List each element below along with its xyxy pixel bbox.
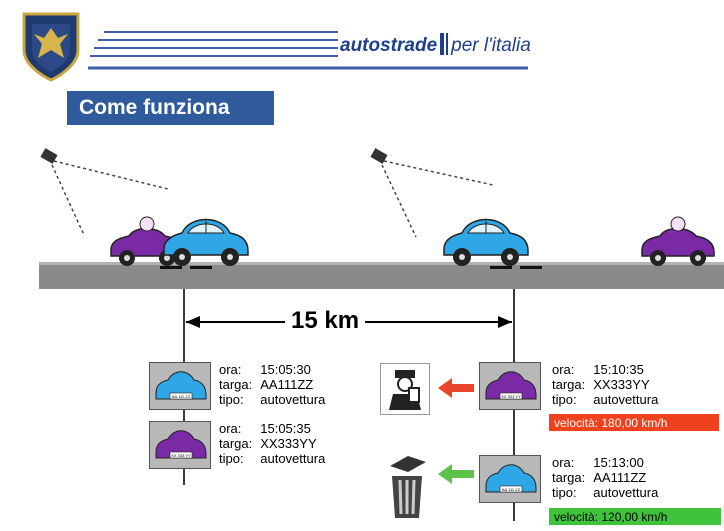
sensor-mark: [520, 266, 542, 269]
vehicle-photo: XX 333 YY: [149, 421, 211, 469]
brand-rest: per l'italia: [451, 35, 531, 56]
red-arrow-icon: [438, 378, 474, 398]
road-edge: [39, 262, 724, 266]
car-blue: [443, 218, 529, 266]
plate-text: XX 333 YY: [501, 394, 521, 399]
speed-badge-over: velocità: 180,00 km/h: [549, 414, 719, 431]
trash-bin-icon: [390, 456, 426, 518]
police-officer-icon: [380, 363, 430, 415]
plate-text: AA 111 ZZ: [502, 487, 521, 492]
road: [39, 265, 724, 289]
reading-3: ora:15:10:35 targa:XX333YY tipo:autovett…: [552, 362, 659, 407]
green-arrow-icon: [438, 464, 474, 484]
brand-main: autostrade: [340, 35, 438, 56]
car-purple: [641, 216, 715, 266]
distance-label: 15 km: [285, 307, 366, 335]
plate-text: XX 333 YY: [171, 453, 191, 458]
speed-badge-ok: velocità: 120,00 km/h: [549, 508, 721, 525]
vehicle-photo: AA 111 ZZ: [479, 455, 541, 503]
vehicle-photo: XX 333 YY: [479, 362, 541, 410]
sensor-mark: [160, 266, 182, 269]
plate-text: AA 111 ZZ: [172, 394, 191, 399]
police-crest-icon: [22, 12, 80, 82]
sensor-mark: [190, 266, 212, 269]
sensor-mark: [490, 266, 512, 269]
vehicle-photo: AA 111 ZZ: [149, 362, 211, 410]
brand-logo: autostrade per l'italia: [340, 33, 531, 57]
car-blue: [163, 218, 249, 266]
header-lines: [88, 31, 528, 70]
reading-4: ora:15:13:00 targa:AA111ZZ tipo:autovett…: [552, 455, 659, 500]
reading-2: ora:15:05:35 targa:XX333YY tipo:autovett…: [219, 421, 326, 466]
camera-icon: [40, 148, 169, 236]
page-title: Come funziona: [67, 91, 274, 125]
reading-1: ora:15:05:30 targa:AA111ZZ tipo:autovett…: [219, 362, 326, 407]
camera-icon: [370, 148, 494, 238]
